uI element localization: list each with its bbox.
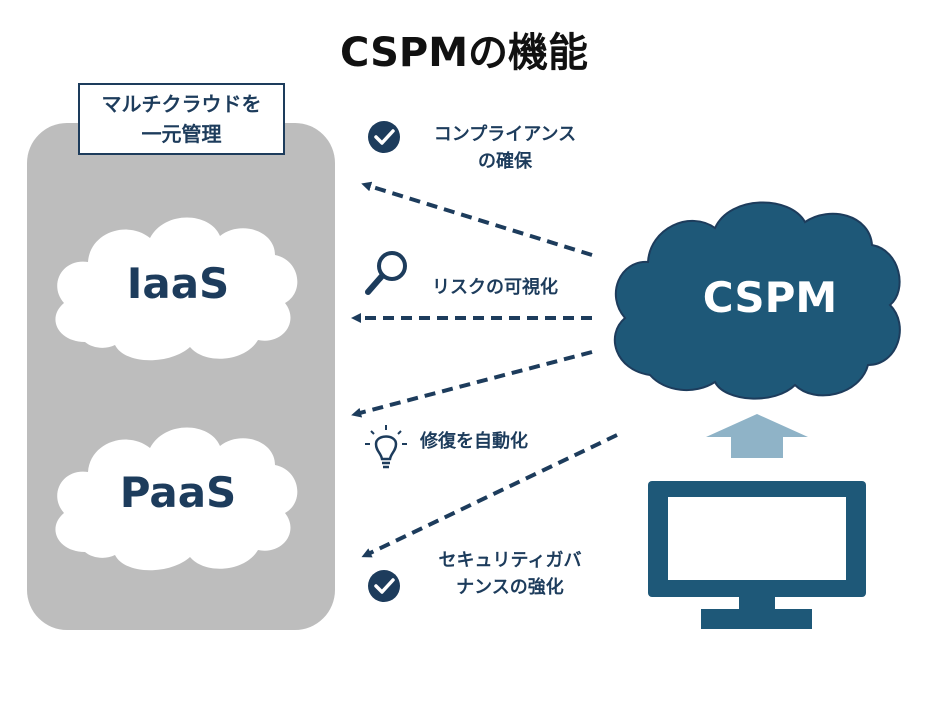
arrow-governance	[361, 433, 618, 558]
upload-arrow-icon	[706, 414, 808, 458]
cspm-cloud: CSPM	[613, 201, 901, 400]
multicloud-label-line2: 一元管理	[141, 122, 222, 146]
lightbulb-icon	[365, 425, 407, 469]
arrow-remediation	[351, 350, 593, 418]
compliance-line2: の確保	[478, 151, 532, 172]
risk-label: リスクの可視化	[432, 277, 558, 298]
monitor-icon	[648, 481, 866, 629]
function-governance-label: セキュリティガバ ナンスの強化	[425, 547, 595, 601]
remediation-label: 修復を自動化	[420, 431, 528, 452]
iaas-label: IaaS	[127, 259, 230, 308]
multicloud-label-line1: マルチクラウドを	[101, 92, 262, 116]
paas-cloud: PaaS	[55, 427, 298, 571]
multicloud-label-box: マルチクラウドを 一元管理	[78, 83, 285, 155]
arrow-compliance	[361, 181, 593, 257]
paas-label: PaaS	[120, 468, 237, 517]
governance-line1: セキュリティガバ	[438, 550, 582, 571]
check-circle-icon	[368, 121, 400, 153]
function-risk-label: リスクの可視化	[432, 274, 592, 301]
compliance-line1: コンプライアンス	[433, 124, 577, 145]
check-circle-icon	[368, 570, 400, 602]
function-remediation-label: 修復を自動化	[420, 428, 580, 455]
page-title: CSPMの機能	[339, 30, 589, 76]
function-compliance-label: コンプライアンス の確保	[420, 121, 590, 175]
magnifier-icon	[365, 251, 407, 295]
governance-line2: ナンスの強化	[456, 577, 564, 598]
iaas-cloud: IaaS	[55, 217, 298, 361]
cspm-label: CSPM	[703, 273, 837, 322]
